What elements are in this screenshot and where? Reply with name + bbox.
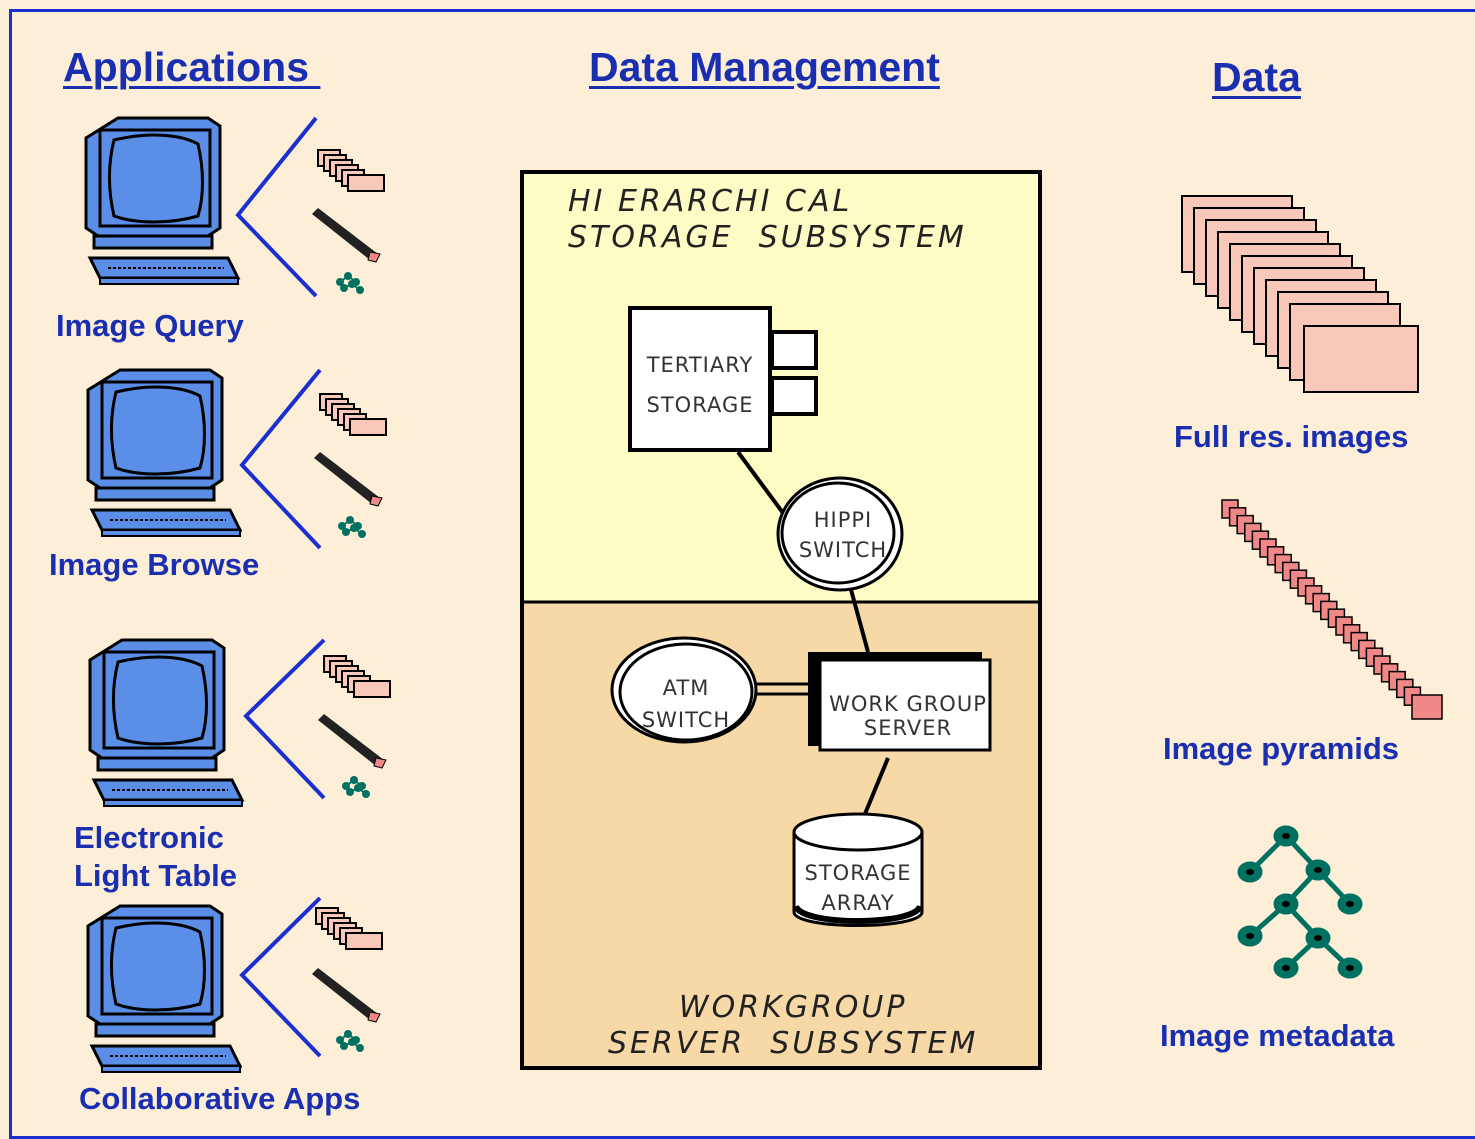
atm-switch-label: ATM SWITCH — [641, 676, 731, 732]
metadata-tree-icon — [336, 272, 364, 294]
work-group-server-label: WORK GROUP SERVER — [829, 692, 987, 740]
work-group-server-box — [818, 658, 992, 752]
app-label-electronic-light-table: Electronic Light Table — [74, 820, 238, 893]
workgroup-server-title: WORKGROUP SERVER SUBSYSTEM — [608, 990, 979, 1061]
app-collaborative-apps — [86, 896, 383, 1074]
metadata-tree-icon — [342, 776, 370, 798]
hippi-switch-ellipse — [780, 481, 896, 585]
hippi-switch-label: HIPPI SWITCH — [798, 508, 888, 562]
pyramid-icon — [311, 967, 381, 1023]
storage-array-label: STORAGE ARRAY — [804, 861, 912, 915]
app-label-image-browse: Image Browse — [49, 547, 260, 582]
disk-icon — [792, 812, 924, 927]
tertiary-storage-label: TERTIARY STORAGE — [646, 353, 754, 417]
image-stack-icon — [317, 149, 385, 192]
computer-icon — [86, 368, 242, 538]
computer-icon — [88, 638, 244, 808]
image-metadata-icon — [1237, 825, 1363, 979]
image-stack-icon — [319, 393, 387, 436]
computer-icon — [84, 116, 240, 286]
hierarchical-storage-title: HI ERARCHI CAL STORAGE SUBSYSTEM — [568, 184, 967, 255]
tertiary-storage-box — [628, 306, 772, 452]
app-label-image-query: Image Query — [56, 308, 244, 343]
data-label-full-res-images: Full res. images — [1174, 419, 1409, 454]
pyramid-icon — [317, 713, 387, 769]
metadata-tree-icon — [338, 516, 366, 538]
image-stack-icon — [315, 907, 383, 950]
data-label-image-pyramids: Image pyramids — [1163, 731, 1400, 766]
app-image-query — [84, 116, 385, 298]
app-electronic-light-table — [88, 638, 391, 808]
heading-data: Data — [1212, 54, 1301, 100]
pyramid-sheet — [1411, 694, 1443, 720]
image-pyramids-icon — [1221, 499, 1443, 720]
pyramid-icon — [311, 207, 381, 263]
app-image-browse — [86, 368, 387, 550]
computer-icon — [86, 904, 242, 1074]
app-label-collaborative-apps: Collaborative Apps — [79, 1081, 361, 1116]
heading-data-management: Data Management — [589, 44, 940, 90]
image-stack-icon — [323, 655, 391, 698]
heading-applications: Applications — [63, 44, 321, 90]
data-management-box — [520, 170, 1042, 1070]
data-label-image-metadata: Image metadata — [1160, 1018, 1395, 1053]
full-res-images-icon — [1181, 195, 1419, 393]
metadata-tree-icon — [336, 1030, 364, 1052]
atm-switch-ellipse — [618, 642, 754, 742]
pyramid-icon — [313, 451, 383, 507]
